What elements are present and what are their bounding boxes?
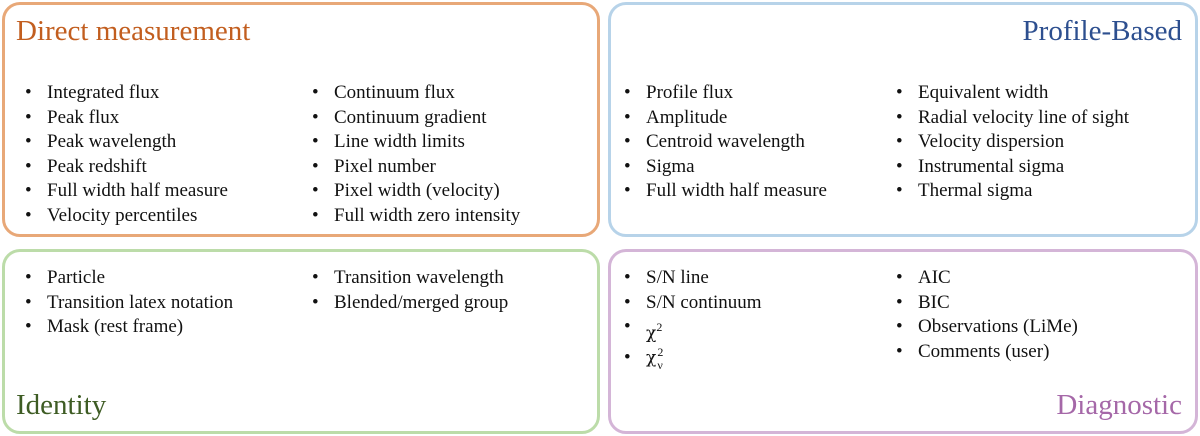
list-item: Full width half measure (624, 179, 827, 204)
diagnostic-list-right: AIC BIC Observations (LiMe) Comments (us… (896, 266, 1078, 364)
list-item: Velocity dispersion (896, 130, 1129, 155)
panel-title-identity: Identity (16, 389, 107, 421)
list-item: Equivalent width (896, 81, 1129, 106)
list-item: Pixel number (312, 155, 520, 180)
list-item: Profile flux (624, 81, 827, 106)
panel-profile-based: Profile-Based Profile flux Amplitude Cen… (608, 2, 1198, 237)
chi-squared-exponent: 2 (656, 320, 663, 334)
list-item: BIC (896, 291, 1078, 316)
list-item: Blended/merged group (312, 291, 508, 316)
list-item: Centroid wavelength (624, 130, 827, 155)
list-item: Instrumental sigma (896, 155, 1129, 180)
list-item: Continuum gradient (312, 106, 520, 131)
list-item: Mask (rest frame) (25, 315, 233, 340)
identity-list-right: Transition wavelength Blended/merged gro… (312, 266, 508, 315)
chi-symbol: χ (646, 323, 657, 344)
list-item: Transition wavelength (312, 266, 508, 291)
list-item: Peak redshift (25, 155, 228, 180)
diagnostic-list-left: S/N line S/N continuum χ2 χ2ν (624, 266, 762, 372)
chi-squared-exponent: 2 (657, 344, 664, 359)
panel-direct-measurement: Direct measurement Integrated flux Peak … (2, 2, 600, 237)
list-item: Full width zero intensity (312, 204, 520, 229)
list-item: Peak wavelength (25, 130, 228, 155)
list-item: Amplitude (624, 106, 827, 131)
list-item: AIC (896, 266, 1078, 291)
list-item: Thermal sigma (896, 179, 1129, 204)
list-item: Observations (LiMe) (896, 315, 1078, 340)
panel-title-direct-measurement: Direct measurement (16, 15, 251, 47)
list-item: Sigma (624, 155, 827, 180)
list-item-chi-squared: χ2 (624, 315, 762, 346)
identity-list-left: Particle Transition latex notation Mask … (25, 266, 233, 340)
list-item: Full width half measure (25, 179, 228, 204)
list-item: Line width limits (312, 130, 520, 155)
list-item: Comments (user) (896, 340, 1078, 365)
list-item: Radial velocity line of sight (896, 106, 1129, 131)
list-item: Continuum flux (312, 81, 520, 106)
chi-symbol: χ (646, 347, 657, 368)
list-item: S/N line (624, 266, 762, 291)
panel-title-diagnostic: Diagnostic (1056, 389, 1182, 421)
list-item: S/N continuum (624, 291, 762, 316)
panel-diagnostic: S/N line S/N continuum χ2 χ2ν AIC BIC Ob… (608, 249, 1198, 434)
list-item: Transition latex notation (25, 291, 233, 316)
list-item: Pixel width (velocity) (312, 179, 520, 204)
degrees-of-freedom-subscript: ν (657, 357, 663, 372)
direct-list-left: Integrated flux Peak flux Peak wavelengt… (25, 81, 228, 228)
panel-title-profile-based: Profile-Based (1022, 15, 1182, 47)
panel-identity: Particle Transition latex notation Mask … (2, 249, 600, 434)
profile-list-right: Equivalent width Radial velocity line of… (896, 81, 1129, 204)
list-item: Integrated flux (25, 81, 228, 106)
list-item-reduced-chi-squared: χ2ν (624, 345, 762, 372)
list-item: Peak flux (25, 106, 228, 131)
list-item: Particle (25, 266, 233, 291)
profile-list-left: Profile flux Amplitude Centroid waveleng… (624, 81, 827, 204)
list-item: Velocity percentiles (25, 204, 228, 229)
direct-list-right: Continuum flux Continuum gradient Line w… (312, 81, 520, 228)
